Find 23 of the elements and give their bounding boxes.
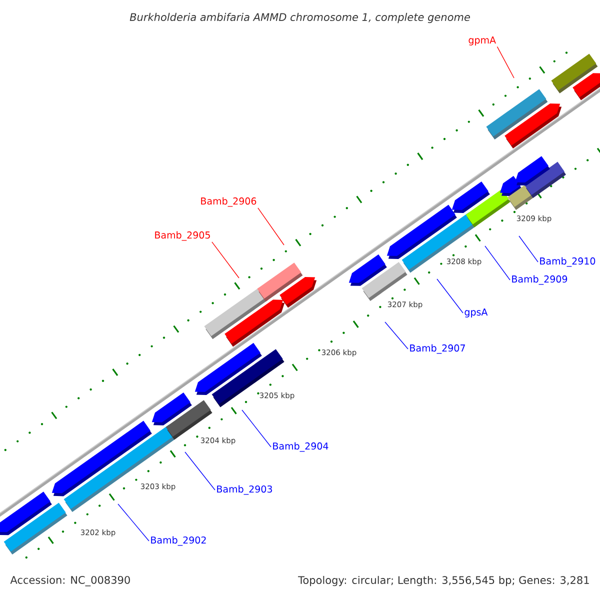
leader-line (496, 46, 514, 78)
info-text: Topology: circular; Length: 3,556,545 bp; Genes: 3,281 (298, 576, 589, 586)
gene-label: Bamb_2906 (201, 197, 256, 207)
leader-line (242, 410, 272, 448)
gene-label: Bamb_2910 (540, 257, 596, 267)
leader-line (258, 208, 284, 246)
gene-label: Bamb_2904 (273, 442, 328, 452)
leader-line (118, 504, 150, 542)
leader-line (484, 246, 510, 280)
gene-label: Bamb_2903 (217, 485, 272, 495)
title: Burkholderia ambifaria AMMD chromosome 1, complete genome (130, 12, 470, 24)
gene-label: gpmA (468, 36, 496, 46)
leader-line (436, 278, 464, 314)
leader-line (184, 452, 216, 490)
leader-line (212, 242, 240, 278)
gene-label: Bamb_2907 (410, 344, 465, 354)
gene-label: gpsA (464, 308, 488, 318)
leader-line (384, 322, 408, 350)
gene-label: Bamb_2902 (151, 536, 206, 546)
leader-line (518, 236, 538, 262)
gene-label: Bamb_2905 (155, 231, 210, 241)
info-text: Accession: NC_008390 (10, 576, 130, 586)
gene-label: Bamb_2909 (512, 275, 568, 285)
